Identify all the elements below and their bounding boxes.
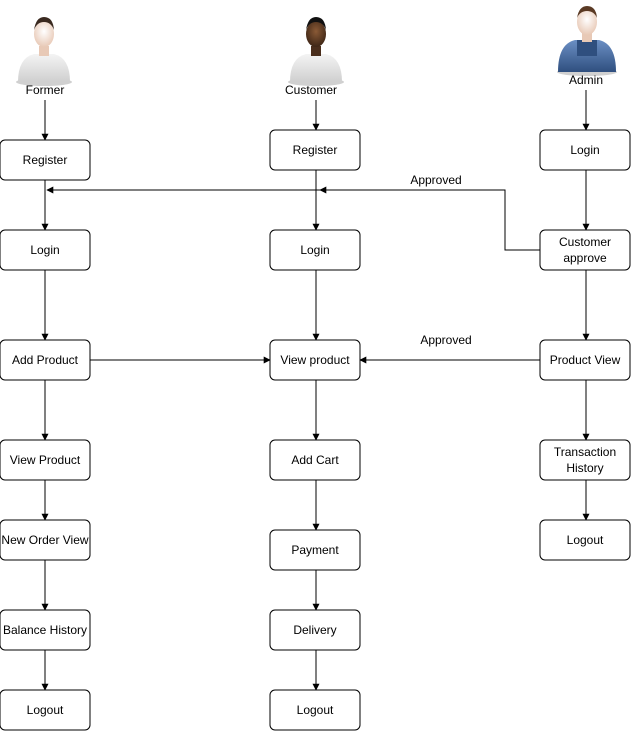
- customer-payment-label: Payment: [291, 543, 339, 557]
- customer-delivery-label: Delivery: [293, 623, 336, 637]
- admin-login-label: Login: [570, 143, 599, 157]
- customer-actor-label: Customer: [285, 83, 337, 97]
- former-balance-history-box[interactable]: Balance History: [0, 609, 91, 651]
- customer-login-box[interactable]: Login: [269, 229, 361, 271]
- admin-transaction-history-box[interactable]: Transaction History: [539, 439, 631, 481]
- former-add-product-label: Add Product: [12, 353, 79, 367]
- customer-add-cart-label: Add Cart: [291, 453, 339, 467]
- admin-customer-approve-box[interactable]: Customer approve: [539, 229, 631, 271]
- edge-customer-approve-to-approved-line: [319, 186, 540, 251]
- former-login-label: Login: [30, 243, 59, 257]
- customer-user-icon: [288, 17, 344, 86]
- approved-label-customer: Approved: [410, 173, 461, 187]
- former-logout-box[interactable]: Logout: [0, 689, 91, 731]
- former-register-box[interactable]: Register: [0, 139, 91, 181]
- customer-logout-box[interactable]: Logout: [269, 689, 361, 731]
- former-login-box[interactable]: Login: [0, 229, 91, 271]
- customer-view-product-label: View product: [280, 353, 350, 367]
- customer-add-cart-box[interactable]: Add Cart: [269, 439, 361, 481]
- admin-customer-approve-label-line2: approve: [563, 251, 607, 265]
- admin-logout-box[interactable]: Logout: [539, 519, 631, 561]
- former-logout-label: Logout: [27, 703, 64, 717]
- farmer-user-icon: [16, 17, 72, 86]
- former-register-label: Register: [23, 153, 68, 167]
- admin-transaction-history-label-line1: Transaction: [554, 445, 616, 459]
- admin-login-box[interactable]: Login: [539, 129, 631, 171]
- former-new-order-view-box[interactable]: New Order View: [0, 519, 91, 561]
- customer-logout-label: Logout: [297, 703, 334, 717]
- admin-logout-label: Logout: [567, 533, 604, 547]
- former-view-product-box[interactable]: View Product: [0, 439, 91, 481]
- former-new-order-view-label: New Order View: [1, 533, 88, 547]
- approved-label-product: Approved: [420, 333, 471, 347]
- customer-delivery-box[interactable]: Delivery: [269, 609, 361, 651]
- former-actor-label: Former: [26, 83, 65, 97]
- admin-user-icon: [557, 6, 617, 76]
- admin-product-view-label: Product View: [550, 353, 621, 367]
- admin-transaction-history-label-line2: History: [566, 461, 603, 475]
- customer-view-product-box[interactable]: View product: [269, 339, 361, 381]
- customer-payment-box[interactable]: Payment: [269, 529, 361, 571]
- admin-customer-approve-label-line1: Customer: [559, 235, 611, 249]
- customer-register-label: Register: [293, 143, 338, 157]
- former-view-product-label: View Product: [10, 453, 81, 467]
- admin-actor-label: Admin: [569, 73, 603, 87]
- customer-register-box[interactable]: Register: [269, 129, 361, 171]
- former-balance-history-label: Balance History: [3, 623, 87, 637]
- admin-product-view-box[interactable]: Product View: [539, 339, 631, 381]
- customer-login-label: Login: [300, 243, 329, 257]
- former-add-product-box[interactable]: Add Product: [0, 339, 91, 381]
